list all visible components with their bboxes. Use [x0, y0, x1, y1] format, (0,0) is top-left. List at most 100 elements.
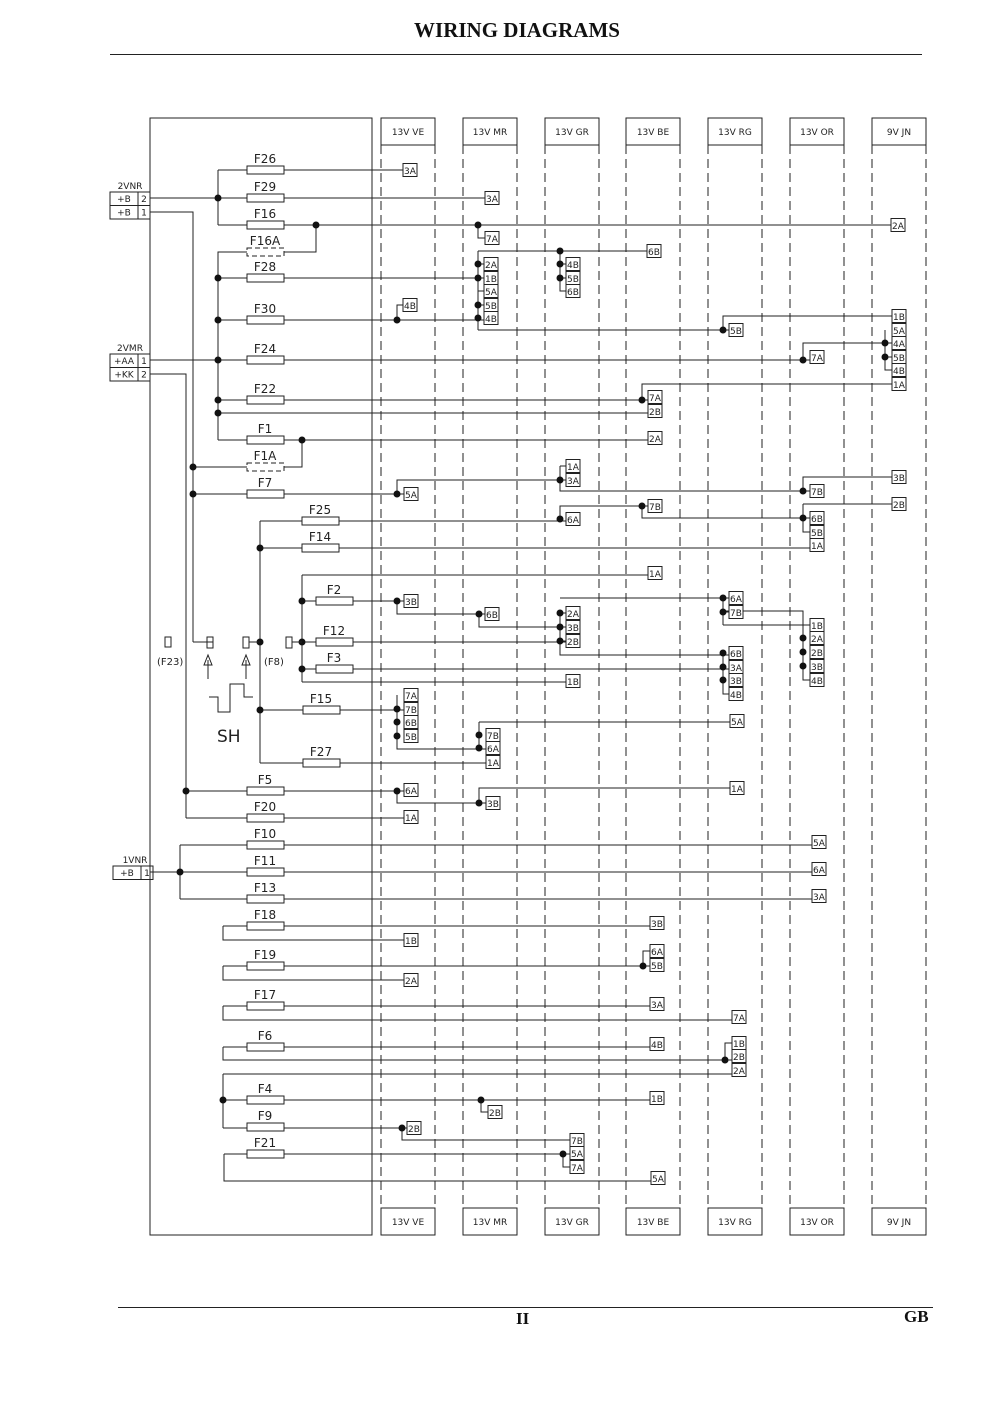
junction-dot	[189, 463, 197, 471]
connector-pin-7a: 7A	[484, 231, 500, 245]
pin-box	[647, 499, 663, 513]
connector-pin-5b: 5B	[728, 323, 744, 337]
connector-pin-6b: 6B	[646, 244, 662, 258]
connector-pin-5b: 5B	[891, 350, 907, 364]
junction-dot	[559, 1150, 567, 1158]
fuse-f26: F26	[246, 152, 285, 175]
junction-dot	[639, 962, 647, 970]
column-header-label: 13V MR	[473, 128, 508, 138]
pin-box	[891, 363, 907, 377]
wire	[217, 225, 317, 440]
pin-label: +AA	[114, 357, 135, 367]
pin-label: 1B	[811, 622, 823, 632]
page-number: II	[516, 1309, 530, 1328]
column-header-box	[789, 117, 845, 146]
pin-box	[569, 1160, 585, 1174]
column-footer-label: 13V GR	[555, 1218, 589, 1228]
fuse-f21: F21	[246, 1136, 285, 1159]
pin-box	[646, 244, 662, 258]
pin-box	[403, 729, 419, 743]
fuse-body	[246, 220, 285, 230]
connector-name: 1VNR	[123, 856, 148, 866]
pin-box	[728, 687, 744, 701]
junction-dot	[393, 787, 401, 795]
fuse-label: F3	[327, 651, 342, 665]
connector-pin-6b: 6B	[728, 646, 744, 660]
junction-dot	[298, 436, 306, 444]
junction-dot	[214, 409, 222, 417]
column-footer-box	[544, 1207, 600, 1236]
connector-pin-6b: 6B	[565, 284, 581, 298]
pin-box	[729, 781, 745, 795]
wire	[562, 1154, 570, 1168]
fuse-body	[246, 1149, 285, 1159]
column-header-box	[871, 117, 927, 146]
junction-dot	[474, 274, 482, 282]
relay-area: (F23) (F8) SH	[157, 636, 302, 747]
fuse-body	[315, 637, 354, 647]
wire	[559, 466, 810, 492]
connector-pin-3a: 3A	[728, 660, 744, 674]
pin-box	[484, 607, 500, 621]
fuse-label: F10	[254, 827, 276, 841]
header-rule	[110, 54, 922, 55]
fuse-label: F11	[254, 854, 276, 868]
pin-label: 3A	[651, 1001, 664, 1011]
pin-label: 7B	[571, 1137, 583, 1147]
connector-pin-5b: 5B	[483, 298, 499, 312]
fuse-f28: F28	[246, 260, 285, 283]
fuse-label: F24	[254, 342, 276, 356]
junction-dot	[556, 476, 564, 484]
pin-box	[731, 1010, 747, 1024]
connector-pin-3a: 3A	[402, 163, 418, 177]
pin-box	[402, 163, 418, 177]
junction-dot	[312, 221, 320, 229]
shunt-socket	[242, 636, 250, 649]
pin-label: 5B	[567, 275, 579, 285]
junction-dot	[298, 665, 306, 673]
pin-label: 6A	[813, 866, 826, 876]
pin-label: 1B	[893, 313, 905, 323]
pin-box	[809, 350, 825, 364]
fuse-f27: F27	[302, 745, 341, 768]
pin-label: 6A	[487, 745, 500, 755]
pin-box	[403, 594, 419, 608]
junction-dot	[393, 316, 401, 324]
pin-box	[650, 1171, 666, 1185]
fuse-body	[246, 921, 285, 931]
fuse-label: F30	[254, 302, 276, 316]
pin-label: 1A	[405, 814, 418, 824]
pin-box	[647, 390, 663, 404]
fuse-body	[246, 355, 285, 365]
connector-pin-1b: 1B	[731, 1036, 747, 1050]
fuse-body	[315, 596, 354, 606]
pin-box	[403, 973, 419, 987]
connector-pin-1a: 1A	[565, 459, 581, 473]
junction-dot	[214, 194, 222, 202]
connector-pin-3b: 3B	[891, 470, 907, 484]
junction-dot	[475, 610, 483, 618]
fuse-label: F18	[254, 908, 276, 922]
wire	[802, 625, 810, 681]
pin-label: 4B	[651, 1041, 663, 1051]
junction-dot	[256, 544, 264, 552]
pin-box	[487, 1105, 503, 1119]
pin-label: 1B	[405, 937, 417, 947]
connector-pin-5a: 5A	[650, 1171, 666, 1185]
column-header-label: 9V JN	[887, 128, 911, 138]
pin-box	[728, 673, 744, 687]
junction-dot	[176, 868, 184, 876]
fuse-label: F20	[254, 800, 276, 814]
connector-pin-2a: 2A	[565, 606, 581, 620]
pin-label: 7A	[571, 1164, 584, 1174]
pin-label: 5B	[651, 962, 663, 972]
fuse-f22: F22	[246, 382, 285, 405]
pin-label: 1A	[893, 381, 906, 391]
pin-label: 2B	[489, 1109, 501, 1119]
fuse-label: F5	[258, 773, 273, 787]
